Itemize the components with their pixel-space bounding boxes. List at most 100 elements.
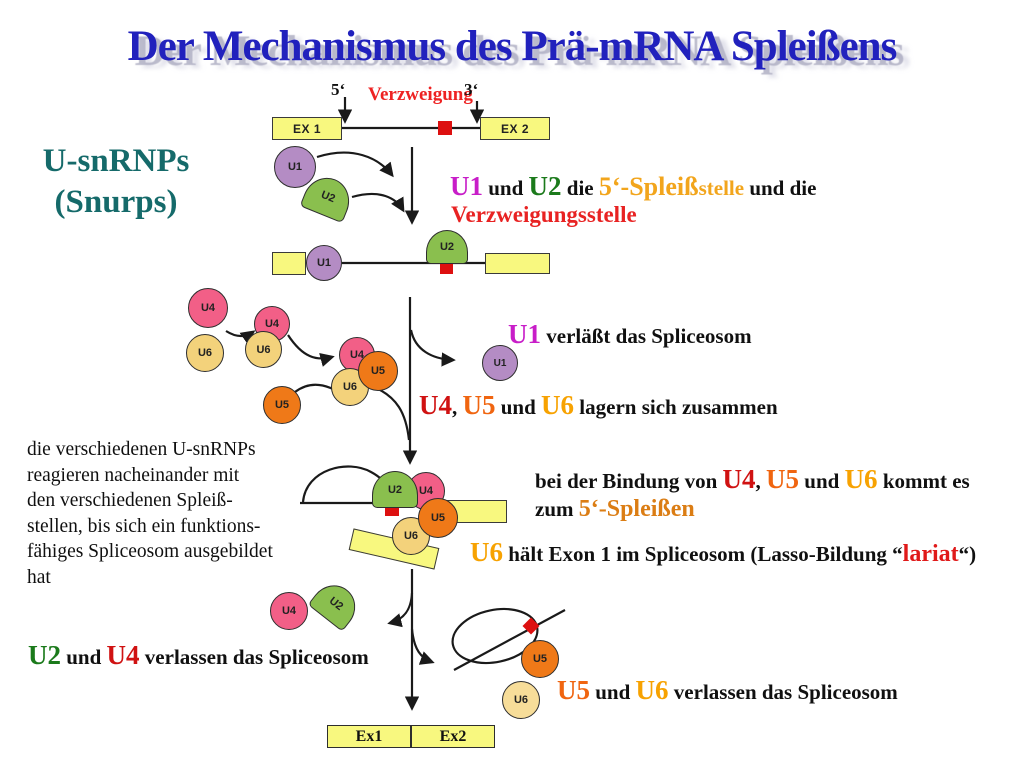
paragraph-line: reagieren nacheinander mit [27, 464, 240, 486]
lariat-exit-arrow [410, 628, 435, 665]
u4-token: U4 [722, 464, 756, 494]
u2-binding-arrow [351, 192, 405, 213]
paragraph-line: fähiges Spliceosom ausgebildet [27, 541, 273, 562]
annotation-branch-site: Verzweigungsstelle [451, 202, 637, 227]
annotation-binding-line1: bei der Bindung von U4, U5 und U6 kommt … [535, 464, 970, 495]
u5-token: U5 [462, 390, 496, 420]
u1-label: U1 [316, 257, 332, 269]
paragraph-line: stellen, bis sich ein funktions- [27, 515, 261, 537]
text-segment: bei der Bindung von [535, 469, 723, 493]
text-segment: die [561, 176, 599, 200]
exon2-box: EX 2 [480, 117, 550, 140]
text-segment: und [61, 645, 107, 669]
annotation-u2-u4-leave: U2 und U4 verlassen das Spliceosom [28, 640, 369, 671]
u1-token: U1 [508, 319, 541, 349]
branch-site-marker-bound [440, 261, 453, 274]
u4-circle-a: U4 [188, 288, 228, 328]
text-segment: “) [958, 542, 977, 566]
exon2-box-bound [485, 253, 550, 274]
exon1-box-bound [272, 252, 306, 275]
exon2-label: EX 2 [500, 121, 529, 136]
explanation-paragraph: die verschiedenen U-snRNPs reagieren nac… [27, 437, 273, 590]
paragraph-line: die verschiedenen U-snRNPs [27, 439, 256, 460]
branch-point-label: Verzweigung [368, 84, 473, 105]
u6-token: U6 [635, 675, 669, 705]
u2-label: U2 [439, 241, 455, 253]
u4-label: U4 [264, 318, 280, 330]
text-segment: verlassen das Spliceosom [139, 645, 369, 669]
text-segment: kommt es [877, 469, 970, 493]
text-segment: und [483, 176, 529, 200]
u4-token: U4 [419, 390, 452, 420]
branch-site-marker [438, 121, 452, 135]
u5-free-circle: U5 [263, 386, 301, 424]
u6-label: U6 [256, 343, 271, 356]
text-segment: und [590, 680, 636, 704]
u6-label: U6 [403, 530, 419, 542]
three-prime-label: 3‘ [464, 80, 479, 99]
annotation-binding-line2: zum 5‘-Spleißen [535, 496, 695, 524]
annotation-tri-snrnp: U4, U5 und U6 lagern sich zusammen [419, 390, 778, 421]
spliced-mrna-box: Ex1 Ex2 [327, 725, 495, 748]
u5-circle-tri: U5 [358, 351, 398, 391]
five-splice-token: 5‘-Spleißen [578, 496, 695, 522]
text-segment: verlassen das Spliceosom [668, 680, 898, 704]
u5-label: U5 [532, 653, 548, 665]
annotation-u6-lariat: U6 hält Exon 1 im Spliceosom (Lasso-Bild… [470, 537, 976, 569]
paragraph-line: den verschiedenen Spleiß- [27, 490, 233, 511]
u1-free-circle: U1 [274, 146, 316, 188]
text-segment: verläßt das Spliceosom [541, 324, 752, 348]
u5-token: U5 [557, 675, 590, 705]
ex2-cell: Ex2 [439, 727, 467, 745]
text-segment: zum [535, 497, 579, 521]
exon1-box: EX 1 [272, 117, 342, 140]
u6-token: U6 [844, 464, 878, 494]
u1-label: U1 [287, 161, 303, 173]
u4-label: U4 [281, 605, 297, 617]
lariat-token: lariat [902, 541, 959, 567]
tri-snrnp-entry-curve [373, 385, 411, 441]
u2-spliceosome-dome: U2 [372, 471, 418, 508]
text-segment: , [452, 395, 463, 419]
five-prime-label: 5‘ [331, 80, 346, 99]
u1-bound-circle: U1 [306, 245, 342, 281]
paragraph-line: hat [27, 566, 51, 588]
text-segment: und [495, 395, 542, 419]
u5-spliceosome-circle: U5 [418, 498, 458, 538]
annotation-u5-u6-leave: U5 und U6 verlassen das Spliceosom [557, 675, 898, 706]
u1-token: U1 [450, 171, 483, 201]
u4-u6-join-arrow [225, 330, 256, 345]
splice-site-token: 5‘-Spleiß [598, 172, 699, 201]
text-segment: und die [744, 176, 817, 200]
u1-leaving-circle: U1 [482, 345, 518, 381]
u6-circle-b: U6 [245, 331, 282, 368]
snurps-heading-line1: U-snRNPs [42, 143, 190, 179]
u2-u4-exit-arrow [387, 592, 414, 628]
lariat-tail-line [453, 609, 566, 671]
text-segment: und [799, 469, 845, 493]
annotation-u1-leaves: U1 verläßt das Spliceosom [508, 319, 752, 350]
u2-label: U2 [326, 594, 346, 614]
u6-token: U6 [541, 390, 575, 420]
u6-token: U6 [470, 537, 503, 567]
splice-site-token-small: stelle [698, 176, 745, 200]
u2-token: U2 [28, 640, 61, 670]
u2-label: U2 [387, 483, 403, 496]
u6-circle-a: U6 [186, 334, 224, 372]
tri-snrnp-arrow [287, 334, 335, 367]
u5-lariat-circle: U5 [521, 640, 559, 678]
u1-exit-arrow [409, 329, 456, 367]
exon1-label: EX 1 [292, 121, 321, 136]
text-segment: lagern sich zusammen [574, 395, 778, 419]
u4-token: U4 [106, 640, 140, 670]
u4-label: U4 [200, 302, 216, 314]
u5-label: U5 [274, 399, 290, 411]
u2-bound-dome: U2 [426, 230, 468, 264]
snurps-heading: U-snRNPs (Snurps) [10, 141, 222, 223]
annotation-u1-u2-binding: U1 und U2 die 5‘-Spleißstelle und die [450, 171, 816, 202]
ex1-cell: Ex1 [328, 726, 412, 747]
u6-label: U6 [342, 381, 358, 393]
u1-binding-arrow [316, 151, 394, 178]
u4-leaving-circle: U4 [270, 592, 308, 630]
